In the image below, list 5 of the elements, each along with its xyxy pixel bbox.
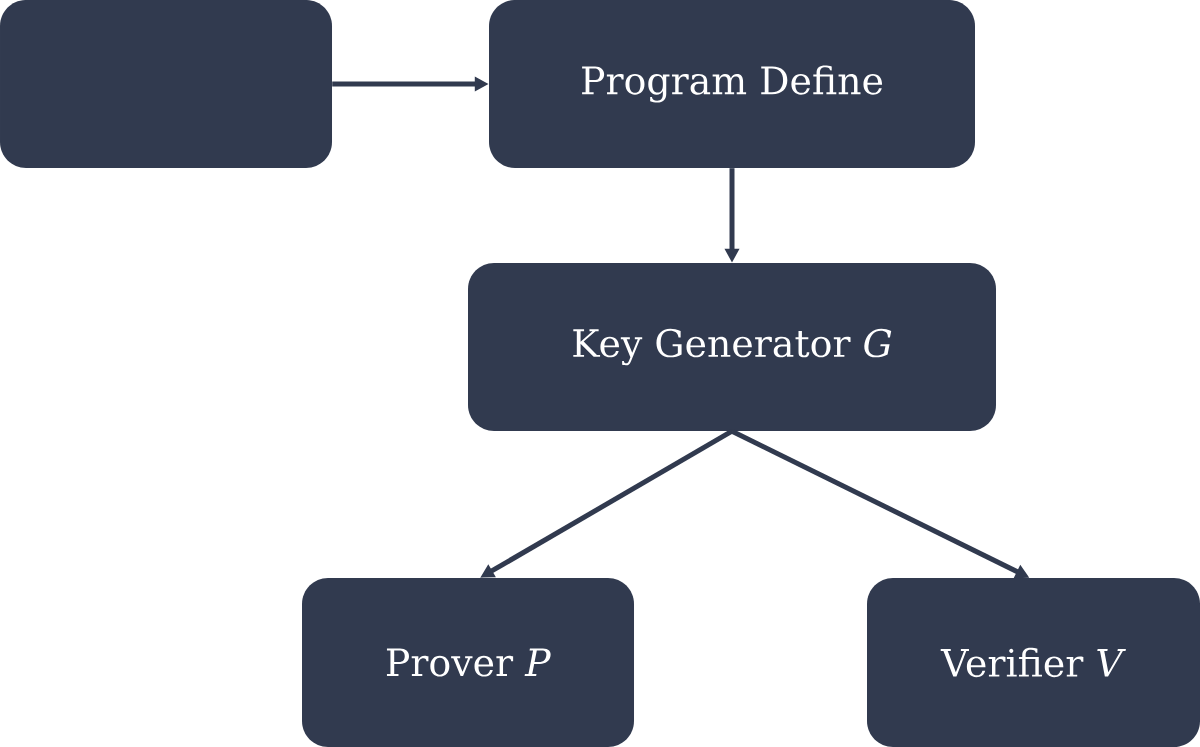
process-box: Verifier V <box>867 578 1200 747</box>
process-box: Program Define <box>489 0 975 168</box>
process-box: Prover P <box>302 578 634 747</box>
process-box: Key Generator G <box>468 263 996 431</box>
process-box <box>0 0 332 168</box>
